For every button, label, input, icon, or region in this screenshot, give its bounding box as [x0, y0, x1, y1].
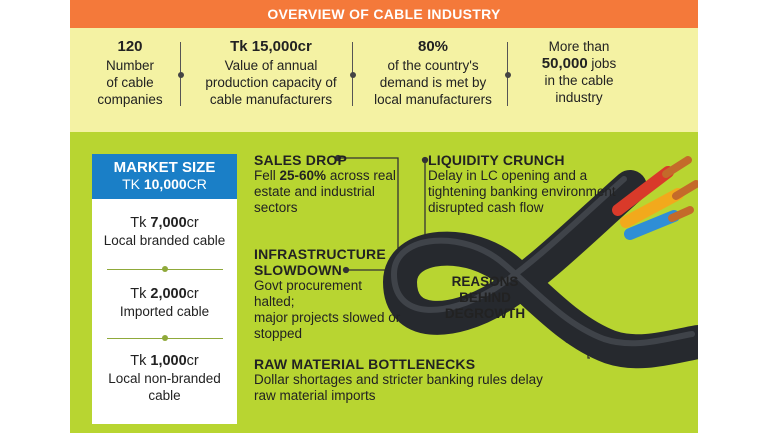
stat-divider: [504, 42, 511, 106]
market-separator: [106, 266, 223, 272]
stat-divider: [349, 42, 356, 106]
stat-label-line: companies: [97, 92, 163, 107]
stat-value: Tk 15,000cr: [230, 38, 312, 55]
wire-red: [612, 166, 674, 216]
market-total-value: 10,000: [143, 176, 187, 192]
stat-label-line: Number: [105, 58, 154, 73]
stat-label-line: production capacity of: [205, 75, 337, 90]
reasons-center-label: REASONS BEHIND DEGROWTH: [440, 274, 530, 322]
wire-yellow: [620, 188, 684, 228]
stat-value: 120: [117, 38, 143, 55]
copper-core: [668, 206, 694, 222]
market-item-value: Tk 2,000cr: [130, 286, 199, 302]
reason-highlight: 25-60%: [279, 168, 327, 183]
cable-body: [382, 170, 698, 369]
center-label-line: DEGROWTH: [444, 306, 526, 321]
market-item-local-non-branded: Tk 1,000cr Local non-branded cable: [92, 339, 237, 404]
banner-title: OVERVIEW OF CABLE INDUSTRY: [70, 0, 698, 28]
reason-heading: SALES DROP: [254, 152, 348, 168]
reason-text: tightening banking environment: [428, 184, 616, 199]
reason-liquidity-crunch: LIQUIDITY CRUNCH Delay in LC opening and…: [428, 152, 628, 216]
reason-heading: SLOWDOWN: [254, 262, 342, 278]
reason-sales-drop: SALES DROP Fell 25-60% across real estat…: [254, 152, 404, 216]
stat-label-line: industry: [555, 90, 603, 105]
lower-panel: MARKET SIZE TK 10,000CR Tk 7,000cr Local…: [70, 132, 698, 433]
reason-text: Govt procurement halted;: [254, 278, 363, 309]
market-item-label: Local branded cable: [103, 233, 226, 248]
market-size-title: MARKET SIZE: [113, 159, 216, 176]
copper-core: [672, 180, 698, 200]
copper-core: [662, 156, 692, 178]
stat-label-line: local manufacturers: [374, 92, 492, 107]
infographic: OVERVIEW OF CABLE INDUSTRY 120 Number of…: [70, 0, 698, 433]
reason-heading: INFRASTRUCTURE: [254, 246, 386, 262]
reason-text: estate and industrial: [254, 184, 375, 199]
reason-heading: RAW MATERIAL BOTTLENECKS: [254, 356, 476, 372]
reason-text: Fell: [254, 168, 280, 183]
stats-panel: 120 Number of cable companies Tk 15,000c…: [70, 28, 698, 132]
stat-divider: [177, 42, 184, 106]
stat-label-line: cable manufacturers: [209, 92, 333, 107]
reason-text: Delay in LC opening and a: [428, 168, 588, 183]
cable-illustration: [334, 154, 698, 369]
stat-suffix: jobs: [587, 56, 617, 71]
reason-text: raw material imports: [254, 388, 376, 403]
market-size-card: MARKET SIZE TK 10,000CR Tk 7,000cr Local…: [92, 154, 237, 424]
reason-raw-material: RAW MATERIAL BOTTLENECKS Dollar shortage…: [254, 356, 564, 404]
stat-label-line: of cable: [106, 75, 154, 90]
market-item-value: Tk 1,000cr: [130, 353, 199, 369]
reason-heading: LIQUIDITY CRUNCH: [428, 152, 565, 168]
market-item-value: Tk 7,000cr: [130, 215, 199, 231]
stat-prefix: More than: [548, 39, 610, 54]
market-size-header: MARKET SIZE TK 10,000CR: [92, 154, 237, 199]
reason-text: Dollar shortages and stricter banking ru…: [254, 372, 543, 387]
stat-local-demand: 80% of the country's demand is met by lo…: [360, 38, 506, 108]
reason-text: sectors: [254, 200, 298, 215]
stat-value: 50,000: [541, 55, 588, 72]
reason-text: disrupted cash flow: [428, 200, 544, 215]
reason-text: major projects slowed or: [254, 310, 401, 325]
market-total-prefix: TK: [122, 176, 144, 192]
market-item-label-line: cable: [148, 388, 181, 403]
stat-jobs: More than 50,000 jobs in the cable indus…: [514, 38, 644, 106]
stat-production-capacity: Tk 15,000cr Value of annual production c…: [188, 38, 354, 108]
market-size-total: TK 10,000CR: [92, 176, 237, 192]
stat-label-line: demand is met by: [379, 75, 487, 90]
reason-text: across real: [326, 168, 396, 183]
stat-label-line: Value of annual: [224, 58, 318, 73]
reason-infrastructure-slowdown: INFRASTRUCTURE SLOWDOWN Govt procurement…: [254, 246, 404, 342]
stat-label-line: of the country's: [387, 58, 479, 73]
stat-label-line: in the cable: [544, 73, 614, 88]
market-item-imported: Tk 2,000cr Imported cable: [92, 270, 237, 338]
market-item-label: Imported cable: [119, 304, 210, 319]
wire-blue: [624, 210, 680, 240]
market-separator: [106, 335, 223, 341]
stat-cable-companies: 120 Number of cable companies: [80, 38, 180, 108]
center-label-line: REASONS: [451, 274, 519, 289]
reason-text: stopped: [254, 326, 303, 341]
market-total-suffix: CR: [186, 176, 207, 192]
market-item-label-line: Local non-branded: [108, 371, 221, 386]
market-item-local-branded: Tk 7,000cr Local branded cable: [92, 199, 237, 269]
stat-value: 80%: [417, 38, 449, 55]
center-label-line: BEHIND: [459, 290, 511, 305]
